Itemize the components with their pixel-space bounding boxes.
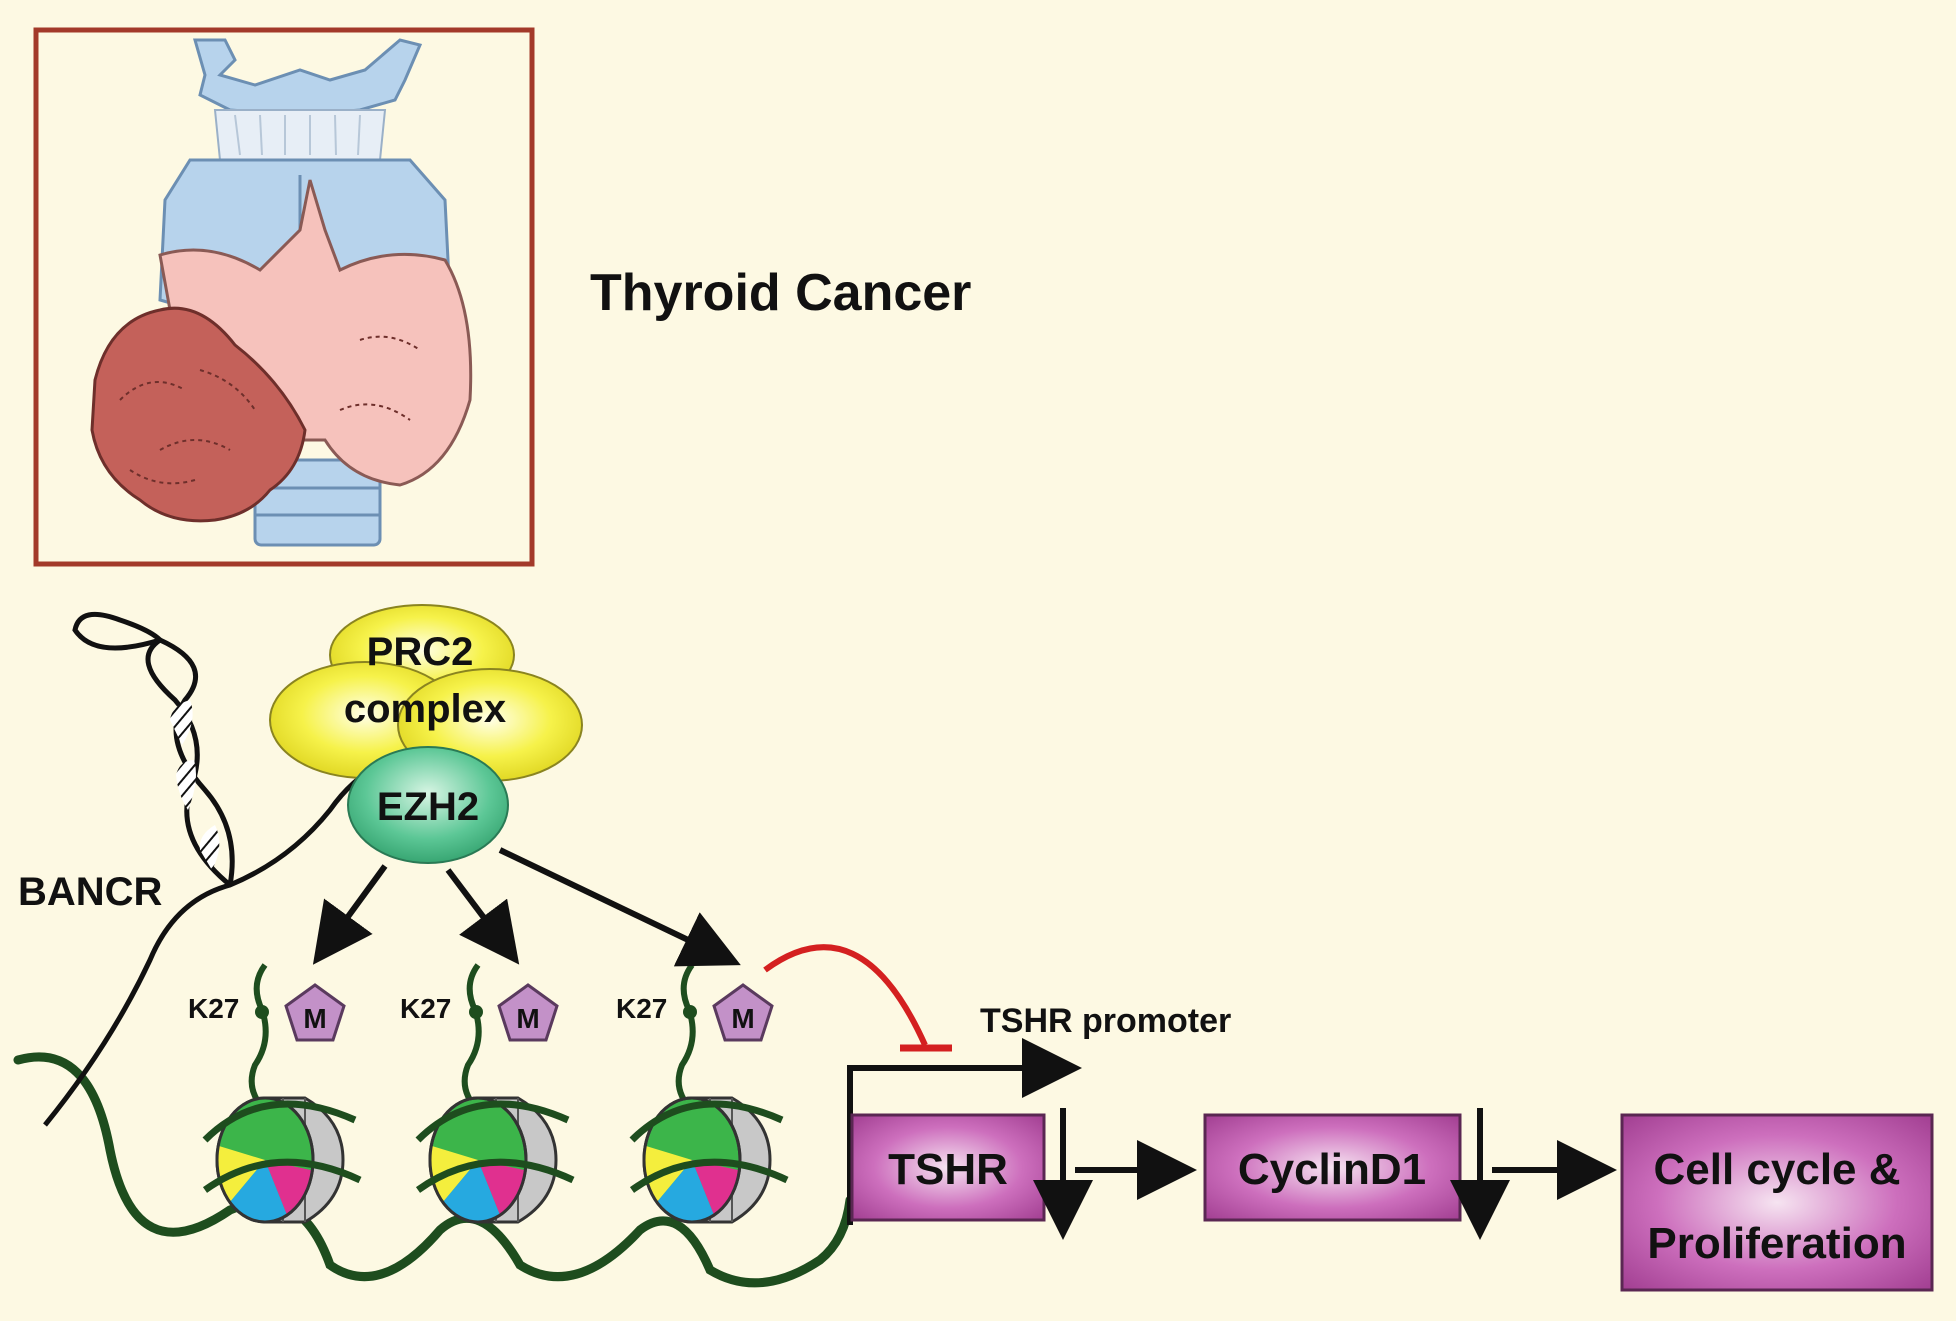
ezh2-label: EZH2 xyxy=(377,785,479,829)
methyl-label: M xyxy=(731,1003,754,1034)
k27-methyl-3: K27 M xyxy=(616,983,774,1042)
prc2-label-line1: PRC2 xyxy=(367,630,474,674)
title-text: Thyroid Cancer xyxy=(590,264,971,322)
nucleosome-icon xyxy=(415,1096,575,1224)
k27-label: K27 xyxy=(400,993,451,1024)
promoter-arrow xyxy=(847,1038,1082,1225)
nucleosome-icon xyxy=(629,1096,789,1224)
inhibition-arc xyxy=(763,944,928,1047)
dna-helix-icon xyxy=(72,611,235,887)
bancr-strand xyxy=(43,749,421,1127)
k27-methyl-1: K27 M xyxy=(188,983,346,1042)
methylation-arrows xyxy=(312,847,741,967)
cyclind1-box: CyclinD1 xyxy=(1203,1113,1462,1222)
k27-methyl-2: K27 M xyxy=(400,983,559,1042)
prc2-label-line2: complex xyxy=(344,687,506,731)
chromatin-fiber xyxy=(13,1052,855,1288)
methyl-label: M xyxy=(516,1003,539,1034)
cell-cycle-label-line2: Proliferation xyxy=(1647,1219,1906,1268)
k27-label: K27 xyxy=(188,993,239,1024)
methyl-pentagon-icon xyxy=(712,983,774,1042)
methyl-pentagon-icon xyxy=(497,983,559,1042)
tshr-box: TSHR xyxy=(850,1113,1046,1222)
tshr-label: TSHR xyxy=(888,1145,1008,1194)
nucleosome-icon xyxy=(202,1096,362,1224)
ezh2-protein: EZH2 xyxy=(347,746,509,864)
cyclind1-label: CyclinD1 xyxy=(1238,1145,1426,1194)
cell-cycle-label-line1: Cell cycle & xyxy=(1653,1145,1900,1194)
thyroid-illustration xyxy=(33,27,535,567)
bancr-label: BANCR xyxy=(18,870,163,914)
tshr-promoter-label: TSHR promoter xyxy=(980,1002,1231,1040)
k27-label: K27 xyxy=(616,993,667,1024)
cell-cycle-box: Cell cycle & Proliferation xyxy=(1620,1113,1934,1292)
methyl-pentagon-icon xyxy=(284,983,346,1042)
methyl-label: M xyxy=(303,1003,326,1034)
